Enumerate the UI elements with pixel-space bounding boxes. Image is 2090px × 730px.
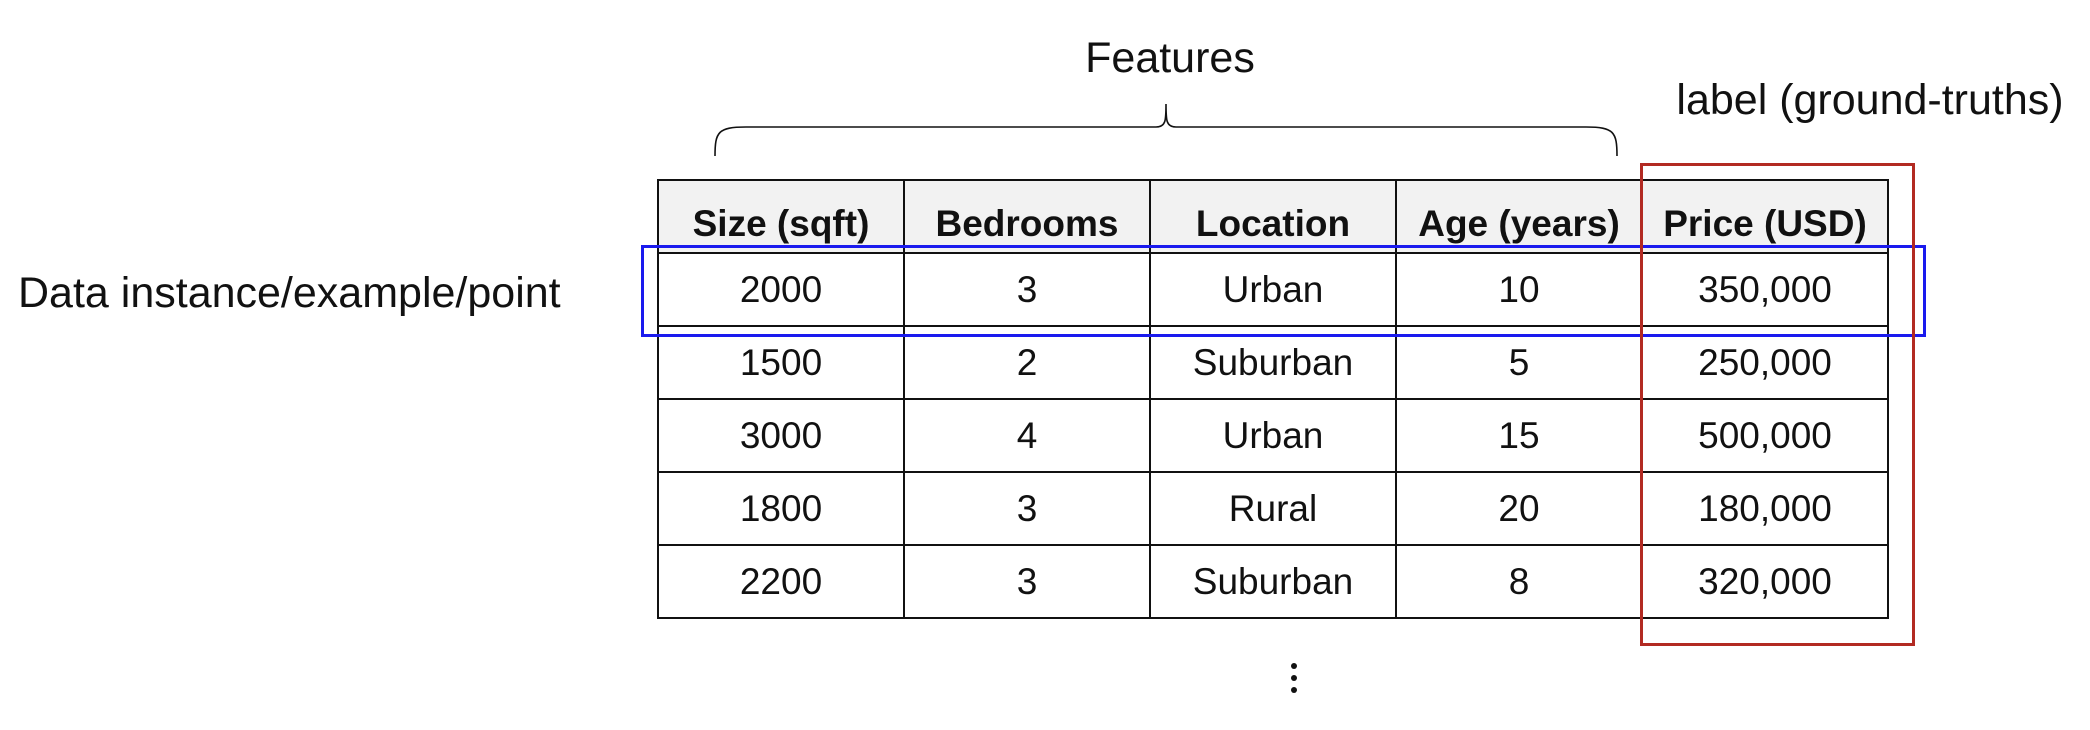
cell-age: 15 [1395, 398, 1643, 473]
header-size: Size (sqft) [657, 179, 905, 254]
cell-size: 3000 [657, 398, 905, 473]
cell-age: 8 [1395, 544, 1643, 619]
table-header-row: Size (sqft) Bedrooms Location Age (years… [657, 179, 1889, 254]
cell-age: 5 [1395, 325, 1643, 400]
cell-location: Suburban [1149, 544, 1397, 619]
header-age: Age (years) [1395, 179, 1643, 254]
label-title: label (ground-truths) [1676, 76, 2064, 124]
header-price: Price (USD) [1641, 179, 1889, 254]
table-row: 2200 3 Suburban 8 320,000 [657, 544, 1889, 619]
cell-price: 320,000 [1641, 544, 1889, 619]
data-instance-label: Data instance/example/point [18, 269, 561, 317]
cell-bedrooms: 4 [903, 398, 1151, 473]
vertical-ellipsis-icon [1291, 663, 1297, 693]
cell-bedrooms: 2 [903, 325, 1151, 400]
housing-data-table: Size (sqft) Bedrooms Location Age (years… [657, 179, 1889, 619]
cell-bedrooms: 3 [903, 544, 1151, 619]
cell-location: Rural [1149, 471, 1397, 546]
cell-price: 250,000 [1641, 325, 1889, 400]
header-bedrooms: Bedrooms [903, 179, 1151, 254]
label-column-highlight [1640, 163, 1915, 646]
table-row: 1500 2 Suburban 5 250,000 [657, 325, 1889, 400]
features-brace [714, 103, 1618, 157]
cell-size: 2200 [657, 544, 905, 619]
data-instance-highlight [641, 245, 1926, 337]
cell-age: 10 [1395, 252, 1643, 327]
cell-location: Suburban [1149, 325, 1397, 400]
cell-location: Urban [1149, 252, 1397, 327]
cell-size: 2000 [657, 252, 905, 327]
cell-price: 350,000 [1641, 252, 1889, 327]
cell-bedrooms: 3 [903, 252, 1151, 327]
cell-price: 500,000 [1641, 398, 1889, 473]
cell-size: 1800 [657, 471, 905, 546]
cell-location: Urban [1149, 398, 1397, 473]
table-row: 2000 3 Urban 10 350,000 [657, 252, 1889, 327]
features-title: Features [1085, 34, 1255, 82]
table-row: 3000 4 Urban 15 500,000 [657, 398, 1889, 473]
cell-bedrooms: 3 [903, 471, 1151, 546]
cell-age: 20 [1395, 471, 1643, 546]
cell-size: 1500 [657, 325, 905, 400]
cell-price: 180,000 [1641, 471, 1889, 546]
header-location: Location [1149, 179, 1397, 254]
